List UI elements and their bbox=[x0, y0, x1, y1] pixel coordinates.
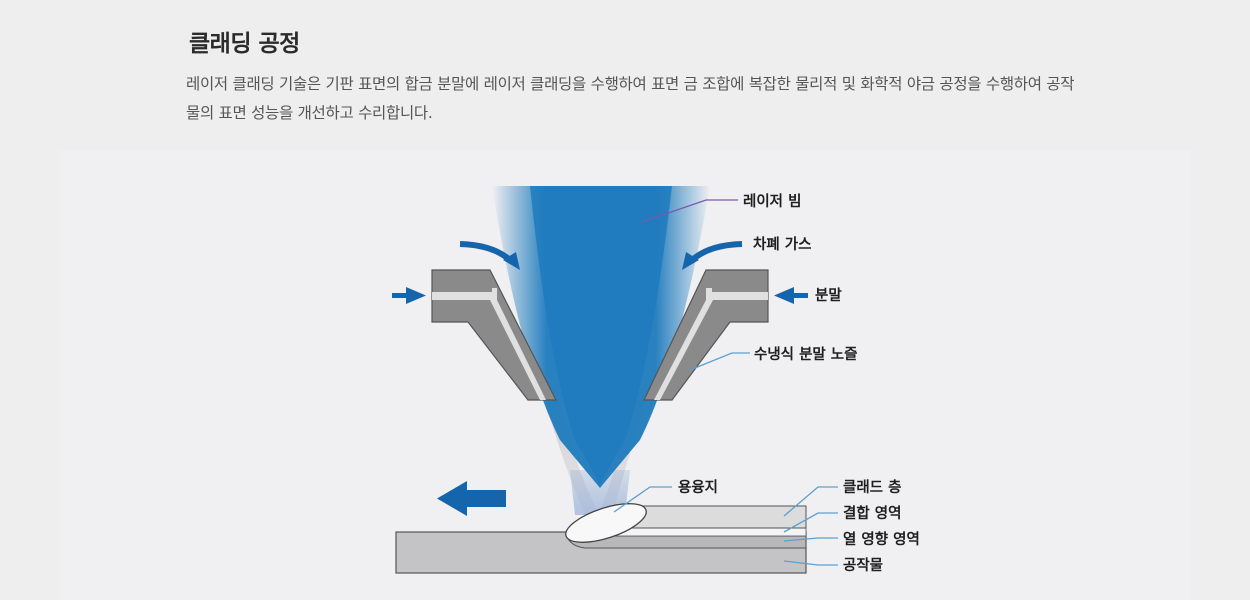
nozzle-right bbox=[643, 269, 769, 401]
label-shielding-gas: 차폐 가스 bbox=[753, 236, 811, 253]
powder-arrow-left-icon bbox=[392, 287, 426, 304]
label-laser-beam: 레이저 빔 bbox=[743, 193, 801, 210]
process-description: 레이저 클래딩 기술은 기판 표면의 합금 분말에 레이저 클래딩을 수행하여 … bbox=[186, 75, 1075, 122]
shielding-gas-arrow-right-icon bbox=[682, 241, 743, 270]
label-melt-pool: 용융지 bbox=[678, 479, 718, 496]
laser-beam bbox=[492, 186, 710, 488]
bonding-zone bbox=[599, 527, 807, 537]
laser-cladding-diagram: 레이저 빔 차폐 가스 분말 수냉식 분말 노즐 용융지 클래드 층 결합 영역… bbox=[60, 150, 1190, 600]
label-bonding-zone: 결합 영역 bbox=[843, 504, 901, 522]
shielding-gas-arrow-left-icon bbox=[459, 241, 520, 270]
label-clad-layer: 클래드 층 bbox=[843, 479, 901, 496]
nozzle-left bbox=[431, 269, 557, 401]
leader-lines bbox=[613, 199, 838, 566]
travel-direction-arrow-icon bbox=[437, 481, 506, 516]
label-powder: 분말 bbox=[815, 286, 842, 304]
beam-glow bbox=[570, 470, 630, 515]
label-water-cooled-nozzle: 수냉식 분말 노즐 bbox=[754, 345, 857, 363]
label-workpiece: 공작물 bbox=[843, 556, 883, 574]
label-heat-affected-zone: 열 영향 영역 bbox=[843, 530, 920, 548]
powder-arrow-right-icon bbox=[774, 287, 808, 304]
melt-pool bbox=[565, 503, 647, 543]
page-title: 클래딩 공정 bbox=[189, 31, 300, 57]
